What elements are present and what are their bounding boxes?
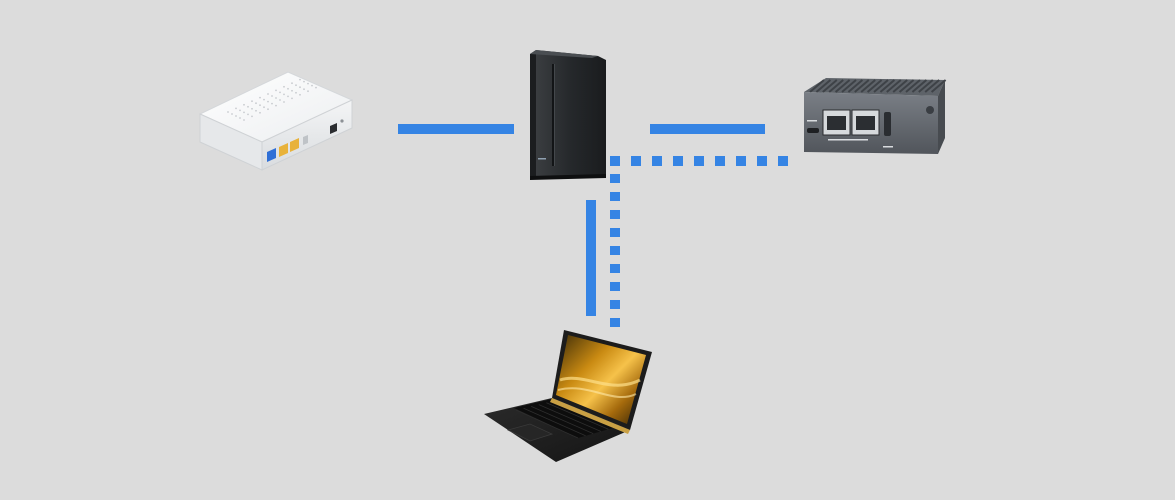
links — [398, 124, 788, 327]
dotted-link-softrouter-to-laptop — [610, 156, 788, 327]
link-modem-to-router — [398, 124, 514, 134]
dotted-link-dash — [778, 156, 788, 166]
dotted-link-dash — [652, 156, 662, 166]
white-fiber-modem-icon — [198, 71, 354, 171]
dotted-link-dash — [610, 228, 620, 237]
black-tower-router-icon — [530, 50, 606, 180]
dotted-link-dash — [736, 156, 746, 166]
dotted-link-dash — [610, 264, 620, 273]
dotted-link-dash — [610, 156, 620, 166]
dotted-link-dash — [610, 318, 620, 327]
dotted-link-dash — [631, 156, 641, 166]
link-router-to-softrouter — [650, 124, 765, 134]
dotted-link-dash — [610, 174, 620, 183]
dotted-link-dash — [757, 156, 767, 166]
link-router-to-laptop — [586, 200, 596, 316]
dotted-link-dash — [610, 300, 620, 309]
laptop-icon — [484, 330, 652, 462]
dotted-link-dash — [610, 192, 620, 201]
dotted-link-dash — [694, 156, 704, 166]
dotted-link-dash — [610, 282, 620, 291]
grey-mini-router-icon — [804, 78, 947, 154]
dotted-link-dash — [610, 210, 620, 219]
dotted-link-dash — [715, 156, 725, 166]
dotted-link-dash — [673, 156, 683, 166]
dotted-link-dash — [610, 246, 620, 255]
